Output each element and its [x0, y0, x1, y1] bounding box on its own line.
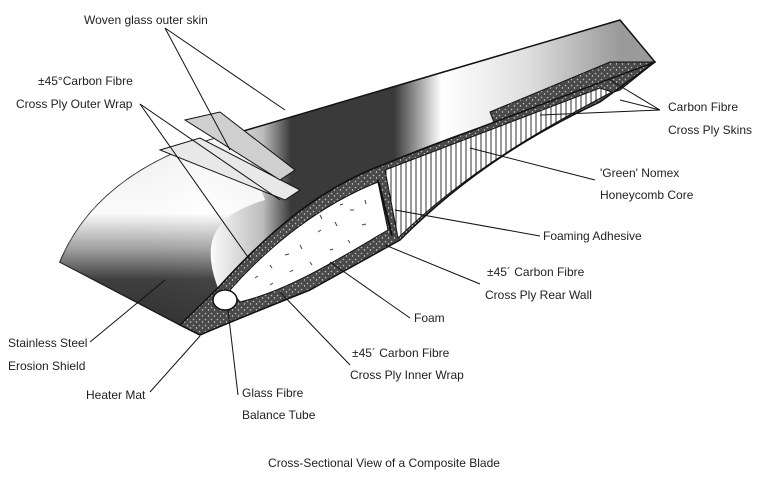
label-outer-wrap-line2: Cross Ply Outer Wrap: [16, 97, 133, 111]
label-woven-skin: Woven glass outer skin: [84, 13, 208, 27]
label-rear-wall-line1: ±45´ Carbon Fibre: [487, 265, 585, 279]
rear-wall: [377, 179, 393, 237]
label-skins-line1: Carbon Fibre: [668, 100, 739, 114]
leader-lines: [89, 27, 661, 396]
foam-core: [229, 181, 389, 303]
label-nomex-line2: Honeycomb Core: [600, 188, 694, 202]
label-shield-line1: Stainless Steel: [8, 336, 88, 350]
foam-texture: [254, 199, 367, 286]
label-rear-wall-line2: Cross Ply Rear Wall: [485, 288, 592, 302]
label-skins-line2: Cross Ply Skins: [668, 123, 753, 137]
label-outer-wrap-line1: ±45°Carbon Fibre: [38, 74, 133, 88]
label-foaming-adhesive: Foaming Adhesive: [543, 229, 642, 243]
label-balance-line1: Glass Fibre: [242, 386, 304, 400]
erosion-shield: [60, 132, 265, 325]
outer-skin-cutaway: [183, 111, 296, 181]
balance-tube: [212, 289, 238, 311]
honeycomb-core: [384, 87, 614, 240]
label-shield-line2: Erosion Shield: [8, 359, 86, 373]
label-foam: Foam: [414, 311, 445, 325]
label-heater-mat: Heater Mat: [86, 388, 146, 402]
label-inner-wrap-line2: Cross Ply Inner Wrap: [350, 368, 464, 382]
outer-wrap-cutaway: [158, 137, 301, 201]
label-inner-wrap-line1: ±45´ Carbon Fibre: [352, 346, 450, 360]
label-balance-line2: Balance Tube: [242, 408, 316, 422]
label-nomex-line1: 'Green' Nomex: [600, 166, 680, 180]
figure-caption: Cross-Sectional View of a Composite Blad…: [268, 456, 500, 470]
